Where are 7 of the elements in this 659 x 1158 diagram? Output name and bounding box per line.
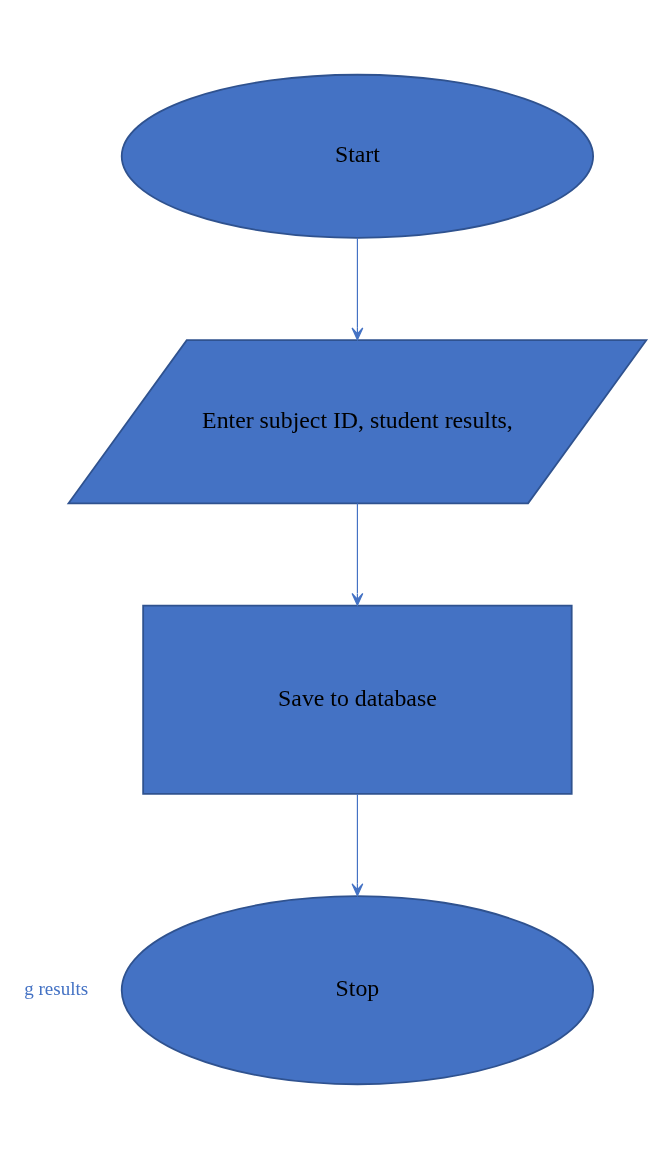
node-ellipse: Start [120,73,594,239]
label: g results [24,977,89,999]
arrow [351,792,364,896]
arrow [351,502,364,606]
node-box: Save to database [142,604,573,795]
arrow [351,236,364,340]
node-ellipse: Stop [120,894,594,1085]
